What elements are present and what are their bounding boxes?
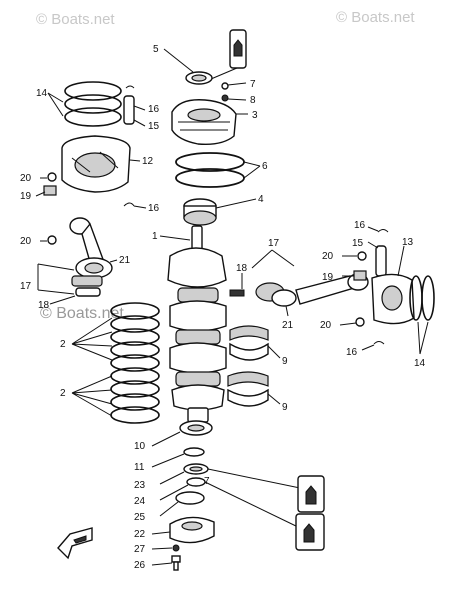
needle-bearing-part (43, 185, 57, 196)
crankshaft-part (167, 225, 227, 423)
callout-label: 13 (402, 237, 414, 248)
bearing-cage-part (71, 275, 103, 297)
washer-part (47, 235, 57, 245)
callout-label: 16 (354, 220, 366, 231)
lower-bearing-housing-part (169, 516, 215, 544)
grease-icon (229, 29, 247, 69)
callout-label: 17 (268, 238, 280, 249)
callout-label: 26 (134, 560, 146, 571)
callout-label: 18 (236, 263, 248, 274)
o-ring-part (175, 491, 205, 505)
grease-icon (297, 475, 325, 513)
callout-label: 24 (134, 496, 146, 507)
needle-bearing-part (353, 270, 367, 281)
callout-label: 5 (153, 44, 159, 55)
callout-label: 22 (134, 529, 146, 540)
front-arrow-icon (57, 527, 93, 560)
callout-label: 15 (352, 238, 364, 249)
callout-label: 18 (38, 300, 50, 311)
callout-label: 20 (322, 251, 334, 262)
lower-oil-seal-part (183, 463, 209, 475)
callout-label: 19 (20, 191, 32, 202)
washer-part (47, 172, 57, 182)
washer-part (355, 317, 365, 327)
clip-part (377, 229, 389, 233)
clip-part (373, 341, 385, 345)
washer-part (357, 251, 367, 261)
roller-bearing-part (227, 371, 269, 407)
watermark: © Boats.net (336, 9, 415, 26)
connecting-rod-part (69, 217, 113, 279)
callout-label: 11 (134, 462, 145, 473)
callout-label: 23 (134, 480, 146, 491)
piston-pin-part (123, 85, 135, 125)
o-ring-part (221, 94, 229, 102)
callout-label: 15 (148, 121, 160, 132)
callout-label: 16 (346, 347, 358, 358)
roller-bearing-part (229, 325, 269, 361)
callout-label: 17 (20, 281, 32, 292)
callout-label: 2 (60, 339, 66, 350)
piston-pin-part (375, 245, 387, 277)
oil-seal-part (185, 71, 213, 85)
piston-part (371, 273, 415, 325)
callout-label: 7 (250, 79, 256, 90)
bearing-cage-part (229, 282, 297, 307)
watermark: © Boats.net (36, 11, 115, 28)
ring-pair-part (175, 152, 245, 188)
callout-label: 16 (148, 203, 160, 214)
callout-label: 14 (414, 358, 426, 369)
piston-ring-set (64, 81, 122, 127)
callout-label: 25 (134, 512, 146, 523)
callout-label: 9 (282, 356, 288, 367)
seal-part (186, 477, 206, 487)
callout-label: 4 (258, 194, 264, 205)
callout-label: 2 (60, 388, 66, 399)
clip-part (123, 202, 135, 207)
snap-ring-part (183, 447, 205, 457)
callout-label: 19 (322, 272, 334, 283)
callout-label: 6 (262, 161, 268, 172)
o-ring-part (172, 544, 180, 552)
ball-bearing-part (183, 198, 217, 226)
callout-label: 21 (282, 320, 294, 331)
callout-label: 27 (134, 544, 146, 555)
connecting-rod-part (295, 273, 369, 305)
lower-seal-part (179, 420, 213, 436)
watermark: © Boats.net (40, 305, 124, 322)
callout-label: 12 (142, 156, 154, 167)
piston-ring-set (409, 275, 435, 321)
callout-label: 20 (320, 320, 332, 331)
callout-label: 10 (134, 441, 146, 452)
callout-label: 9 (282, 402, 288, 413)
callout-label: 20 (20, 236, 32, 247)
callout-label: 21 (119, 255, 131, 266)
callout-label: 16 (148, 104, 160, 115)
callout-label: 14 (36, 88, 48, 99)
callout-label: 3 (252, 110, 258, 121)
piston-part (61, 135, 131, 193)
callout-label: 7 (204, 476, 210, 487)
pin-part (221, 82, 229, 90)
callout-label: 1 (152, 231, 158, 242)
callout-label: 8 (250, 95, 256, 106)
bolt-part (171, 555, 181, 571)
callout-label: 20 (20, 173, 32, 184)
upper-bearing-housing-part (171, 99, 237, 146)
grease-icon (295, 513, 325, 551)
